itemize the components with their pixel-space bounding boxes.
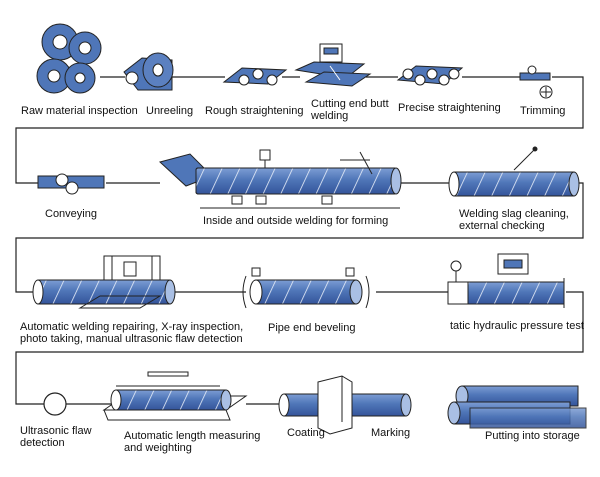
step-label-rough-straightening: Rough straightening xyxy=(205,105,304,117)
rough-straightening-icon xyxy=(222,67,288,86)
trimming-icon xyxy=(519,65,553,99)
butt-welding-icon xyxy=(294,43,372,87)
slag-cleaning-icon xyxy=(448,146,580,197)
unreeling-icon xyxy=(123,52,174,91)
step-label-ultrasonic: Ultrasonic flaw detection xyxy=(20,425,92,449)
step-label-trimming: Trimming xyxy=(520,105,566,117)
step-label-pipe-end-beveling: Pipe end beveling xyxy=(268,322,356,334)
step-label-unreeling: Unreeling xyxy=(146,105,194,117)
step-label-length-weighting: Automatic length measuring and weighting xyxy=(124,430,261,454)
step-label-welding-repair-xray: Automatic welding repairing, X-ray inspe… xyxy=(20,321,244,345)
pipe-beveling-icon xyxy=(242,267,370,309)
step-label-marking: Marking xyxy=(371,427,411,439)
step-label-slag-cleaning: Welding slag cleaning, external checking xyxy=(459,208,569,232)
coating-marking-icon xyxy=(278,375,412,435)
step-label-precise-straightening: Precise straightening xyxy=(398,102,501,114)
precise-straightening-icon xyxy=(396,65,464,86)
step-label-cutting-end-butt-welding: Cutting end butt welding xyxy=(311,98,389,122)
forming-welding-icon xyxy=(158,149,402,209)
step-label-storage: Putting into storage xyxy=(485,430,580,442)
step-label-conveying: Conveying xyxy=(45,208,97,220)
hydraulic-test-icon xyxy=(447,253,565,308)
step-label-forming-welding: Inside and outside welding for forming xyxy=(203,215,389,227)
conveying-icon xyxy=(37,173,105,195)
storage-pipes-icon xyxy=(447,385,587,429)
step-label-raw-material-inspection: Raw material inspection xyxy=(21,105,138,117)
flow-connectors xyxy=(15,76,584,405)
step-label-hydraulic-test: tatic hydraulic pressure test xyxy=(450,320,584,332)
length-weighting-icon xyxy=(102,371,248,421)
step-label-coating: Coating xyxy=(287,427,325,439)
coil-stack-icon xyxy=(36,23,102,94)
ultrasonic-icon xyxy=(43,392,67,416)
xray-inspection-icon xyxy=(32,255,176,309)
